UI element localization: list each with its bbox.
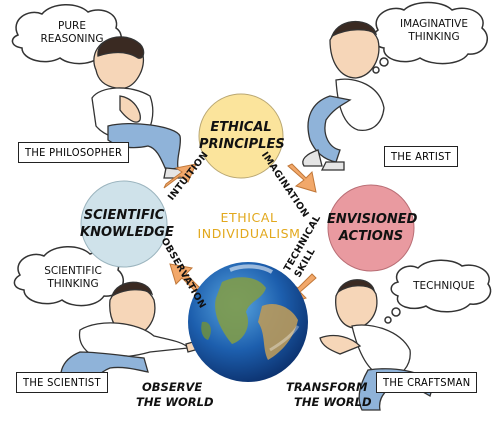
thought-philosopher: PURE REASONING (30, 20, 114, 46)
circle-label-ethical-principles: ETHICAL PRINCIPLES (199, 119, 285, 153)
caption-transform-line-1: TRANSFORM (286, 380, 368, 394)
arrow-imagination (287, 163, 317, 193)
thought-artist: IMAGINATIVE THINKING (388, 18, 480, 44)
center-title-line-2: INDIVIDUALISM (197, 226, 301, 241)
circle-label-envisioned-actions: ENVISIONED ACTIONS (327, 211, 418, 245)
circle-envisioned-actions (327, 184, 415, 272)
label-craftsman: THE CRAFTSMAN (376, 372, 478, 393)
caption-observe-line-1: OBSERVE (142, 380, 203, 394)
caption-transform-world: TRANSFORM THE WORLD (286, 380, 386, 410)
globe (188, 262, 308, 382)
caption-transform-line-2: THE WORLD (294, 395, 372, 409)
arrow-intuition (163, 163, 197, 189)
thought-philosopher-line-2: REASONING (40, 33, 104, 45)
center-title-line-1: ETHICAL (220, 210, 278, 225)
label-philosopher: THE PHILOSOPHER (18, 142, 130, 163)
caption-observe-world: OBSERVE THE WORLD (136, 380, 228, 410)
circle-label-envisioned-actions-line-2: ACTIONS (338, 229, 404, 244)
artist-figure (302, 21, 385, 171)
circle-label-ethical-principles-line-2: PRINCIPLES (199, 137, 285, 152)
caption-observe-line-2: THE WORLD (136, 395, 214, 409)
arrow-observation (169, 263, 203, 295)
circle-label-scientific-knowledge-line-1: SCIENTIFIC (83, 208, 165, 223)
thought-philosopher-line-1: PURE (58, 20, 86, 32)
label-artist: THE ARTIST (384, 146, 459, 167)
circle-ethical-principles (198, 93, 284, 179)
thought-craftsman-line-1: TECHNIQUE (413, 280, 475, 292)
center-title: ETHICAL INDIVIDUALISM (184, 210, 314, 242)
thought-bubble-artist (372, 1, 488, 74)
thought-craftsman: TECHNIQUE (404, 280, 484, 293)
thought-artist-line-2: THINKING (408, 31, 460, 43)
thought-scientist: SCIENTIFIC THINKING (30, 265, 116, 291)
circle-label-envisioned-actions-line-1: ENVISIONED (327, 212, 418, 227)
label-scientist: THE SCIENTIST (16, 372, 108, 393)
circle-label-ethical-principles-line-1: ETHICAL (210, 120, 272, 135)
thought-scientist-line-1: SCIENTIFIC (44, 265, 102, 277)
circle-label-scientific-knowledge: SCIENTIFIC KNOWLEDGE (80, 207, 174, 241)
thought-bubble-craftsman (384, 259, 492, 324)
circle-scientific-knowledge (80, 180, 168, 268)
circle-label-scientific-knowledge-line-2: KNOWLEDGE (80, 225, 174, 240)
thought-artist-line-1: IMAGINATIVE (400, 18, 468, 30)
philosopher-figure (91, 36, 187, 179)
thought-scientist-line-2: THINKING (47, 278, 99, 290)
